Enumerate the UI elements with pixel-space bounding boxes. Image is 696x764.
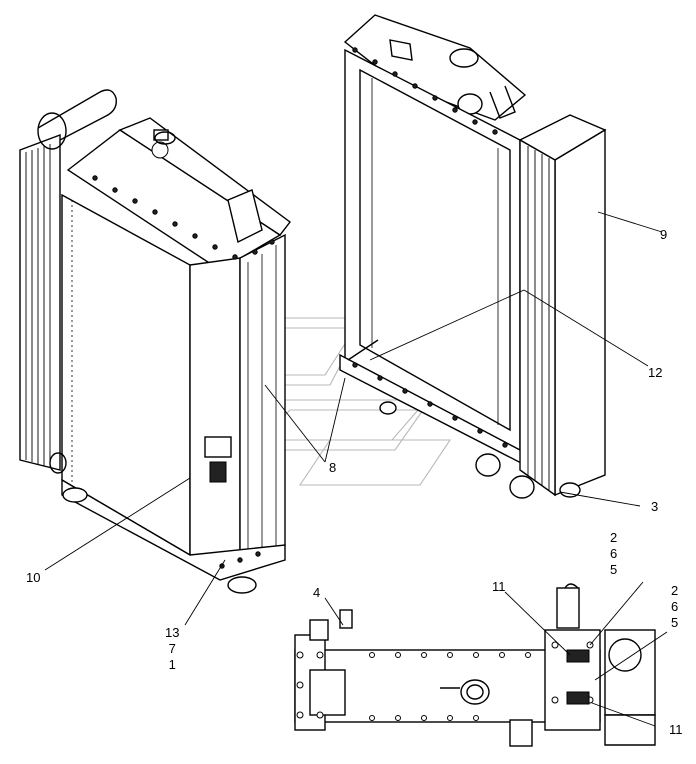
callout-5-upper: 5 (610, 562, 618, 577)
callout-13-7-1: 13 7 1 (165, 626, 179, 671)
callout-5-lower: 5 (671, 615, 679, 630)
leader-lines (44, 211, 668, 727)
callout-6-lower: 6 (671, 599, 679, 614)
callout-8: 8 (329, 460, 337, 475)
callout-2-6-5-upper: 2 6 5 (610, 531, 617, 576)
callout-3: 3 (651, 499, 659, 514)
callout-13: 13 (165, 625, 180, 640)
callout-11-bottom: 11 (669, 722, 683, 737)
callout-2-6-5-lower: 2 6 5 (671, 584, 678, 629)
callout-2-upper: 2 (610, 530, 618, 545)
radiator-rear-view (339, 14, 607, 499)
callout-9: 9 (660, 227, 668, 242)
callout-4: 4 (313, 585, 321, 600)
callout-10: 10 (26, 570, 41, 585)
callout-2-lower: 2 (671, 583, 679, 598)
radiator-top-view (294, 583, 656, 747)
radiator-front-view (19, 89, 291, 594)
callout-12: 12 (648, 365, 663, 380)
callout-7: 7 (168, 641, 176, 656)
callout-11-top: 11 (492, 579, 506, 594)
callout-6-upper: 6 (610, 546, 618, 561)
callout-1: 1 (168, 657, 176, 672)
